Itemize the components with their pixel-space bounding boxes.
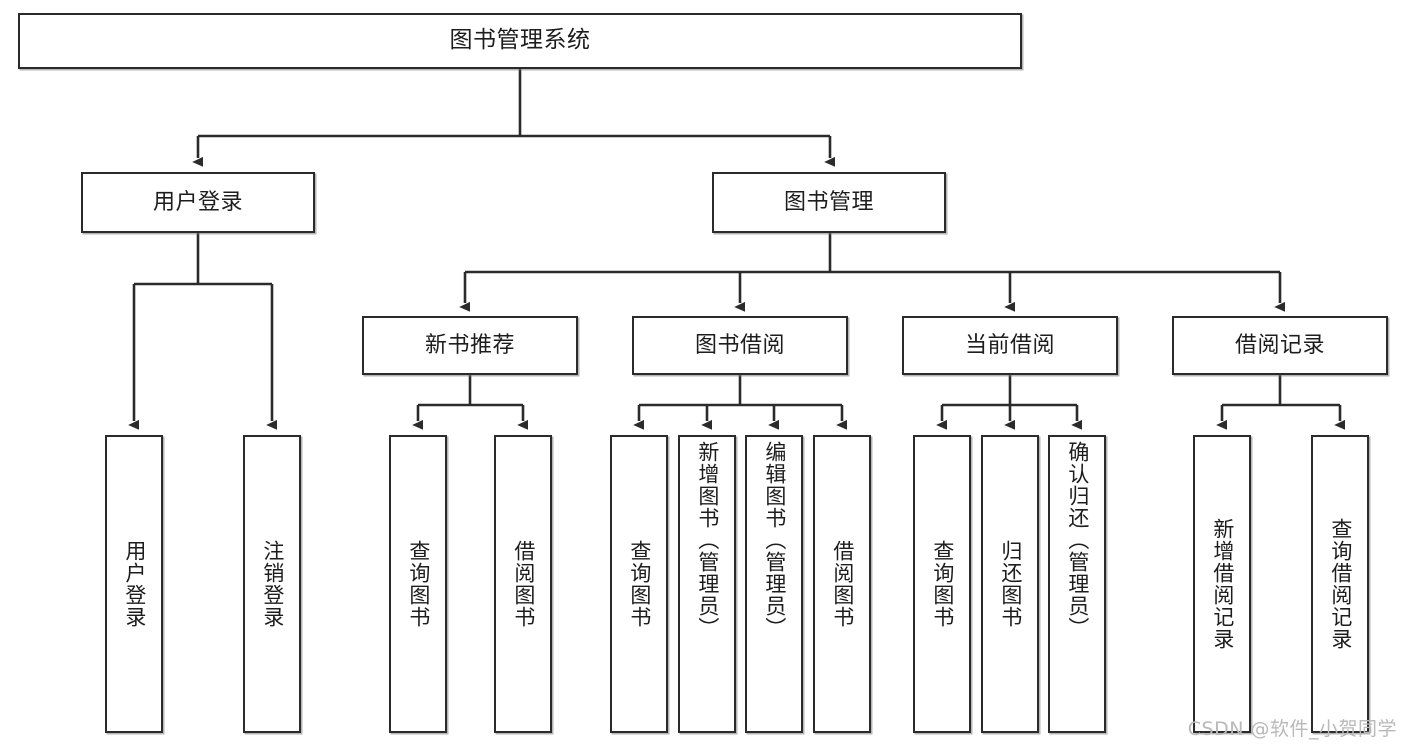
- node-leaf-user-login-label: 用户登录: [122, 540, 147, 628]
- node-leaf-query-book-1[interactable]: 查询图书: [389, 435, 447, 733]
- node-borrow-record-label: 借阅记录: [1234, 332, 1325, 358]
- node-leaf-confirm-return[interactable]: 确认归还（管理员）: [1048, 435, 1106, 733]
- node-leaf-logout-label: 注销登录: [260, 540, 285, 628]
- node-book-manage-label: 图书管理: [783, 189, 874, 215]
- node-leaf-query-book-2-label: 查询图书: [627, 540, 652, 628]
- node-leaf-add-record-label: 新增借阅记录: [1210, 518, 1235, 650]
- node-book-manage[interactable]: 图书管理: [712, 172, 946, 233]
- node-leaf-return-book[interactable]: 归还图书: [981, 435, 1039, 733]
- node-user-login[interactable]: 用户登录: [81, 172, 315, 233]
- node-book-borrow-label: 图书借阅: [694, 332, 785, 358]
- node-leaf-query-book-3-label: 查询图书: [930, 540, 955, 628]
- node-current-borrow-label: 当前借阅: [964, 332, 1055, 358]
- node-leaf-confirm-return-label: 确认归还（管理员）: [1065, 441, 1090, 639]
- node-leaf-edit-book[interactable]: 编辑图书（管理员）: [745, 435, 803, 733]
- csdn-watermark: CSDN @软件_小贺同学: [1187, 718, 1397, 740]
- node-leaf-query-book-3[interactable]: 查询图书: [913, 435, 971, 733]
- node-leaf-edit-book-label: 编辑图书（管理员）: [762, 441, 787, 639]
- node-leaf-borrow-book-2-label: 借阅图书: [830, 540, 855, 628]
- node-leaf-return-book-label: 归还图书: [998, 540, 1023, 628]
- node-root-label: 图书管理系统: [449, 27, 591, 54]
- node-borrow-record[interactable]: 借阅记录: [1172, 316, 1388, 375]
- node-leaf-borrow-book-1-label: 借阅图书: [511, 540, 536, 628]
- node-leaf-borrow-book-1[interactable]: 借阅图书: [494, 435, 552, 733]
- node-leaf-add-book[interactable]: 新增图书（管理员）: [678, 435, 736, 733]
- node-leaf-logout[interactable]: 注销登录: [243, 435, 301, 733]
- node-leaf-query-book-2[interactable]: 查询图书: [610, 435, 668, 733]
- node-leaf-add-record[interactable]: 新增借阅记录: [1193, 435, 1251, 733]
- node-new-book-rec-label: 新书推荐: [424, 332, 515, 358]
- node-current-borrow[interactable]: 当前借阅: [902, 316, 1118, 375]
- node-new-book-rec[interactable]: 新书推荐: [362, 316, 578, 375]
- node-book-borrow[interactable]: 图书借阅: [632, 316, 848, 375]
- node-leaf-query-record-label: 查询借阅记录: [1328, 518, 1353, 650]
- node-root[interactable]: 图书管理系统: [18, 13, 1022, 69]
- node-leaf-query-record[interactable]: 查询借阅记录: [1311, 435, 1369, 733]
- node-user-login-label: 用户登录: [152, 189, 243, 215]
- node-leaf-user-login[interactable]: 用户登录: [105, 435, 163, 733]
- node-leaf-query-book-1-label: 查询图书: [406, 540, 431, 628]
- node-leaf-add-book-label: 新增图书（管理员）: [695, 441, 720, 639]
- node-leaf-borrow-book-2[interactable]: 借阅图书: [813, 435, 871, 733]
